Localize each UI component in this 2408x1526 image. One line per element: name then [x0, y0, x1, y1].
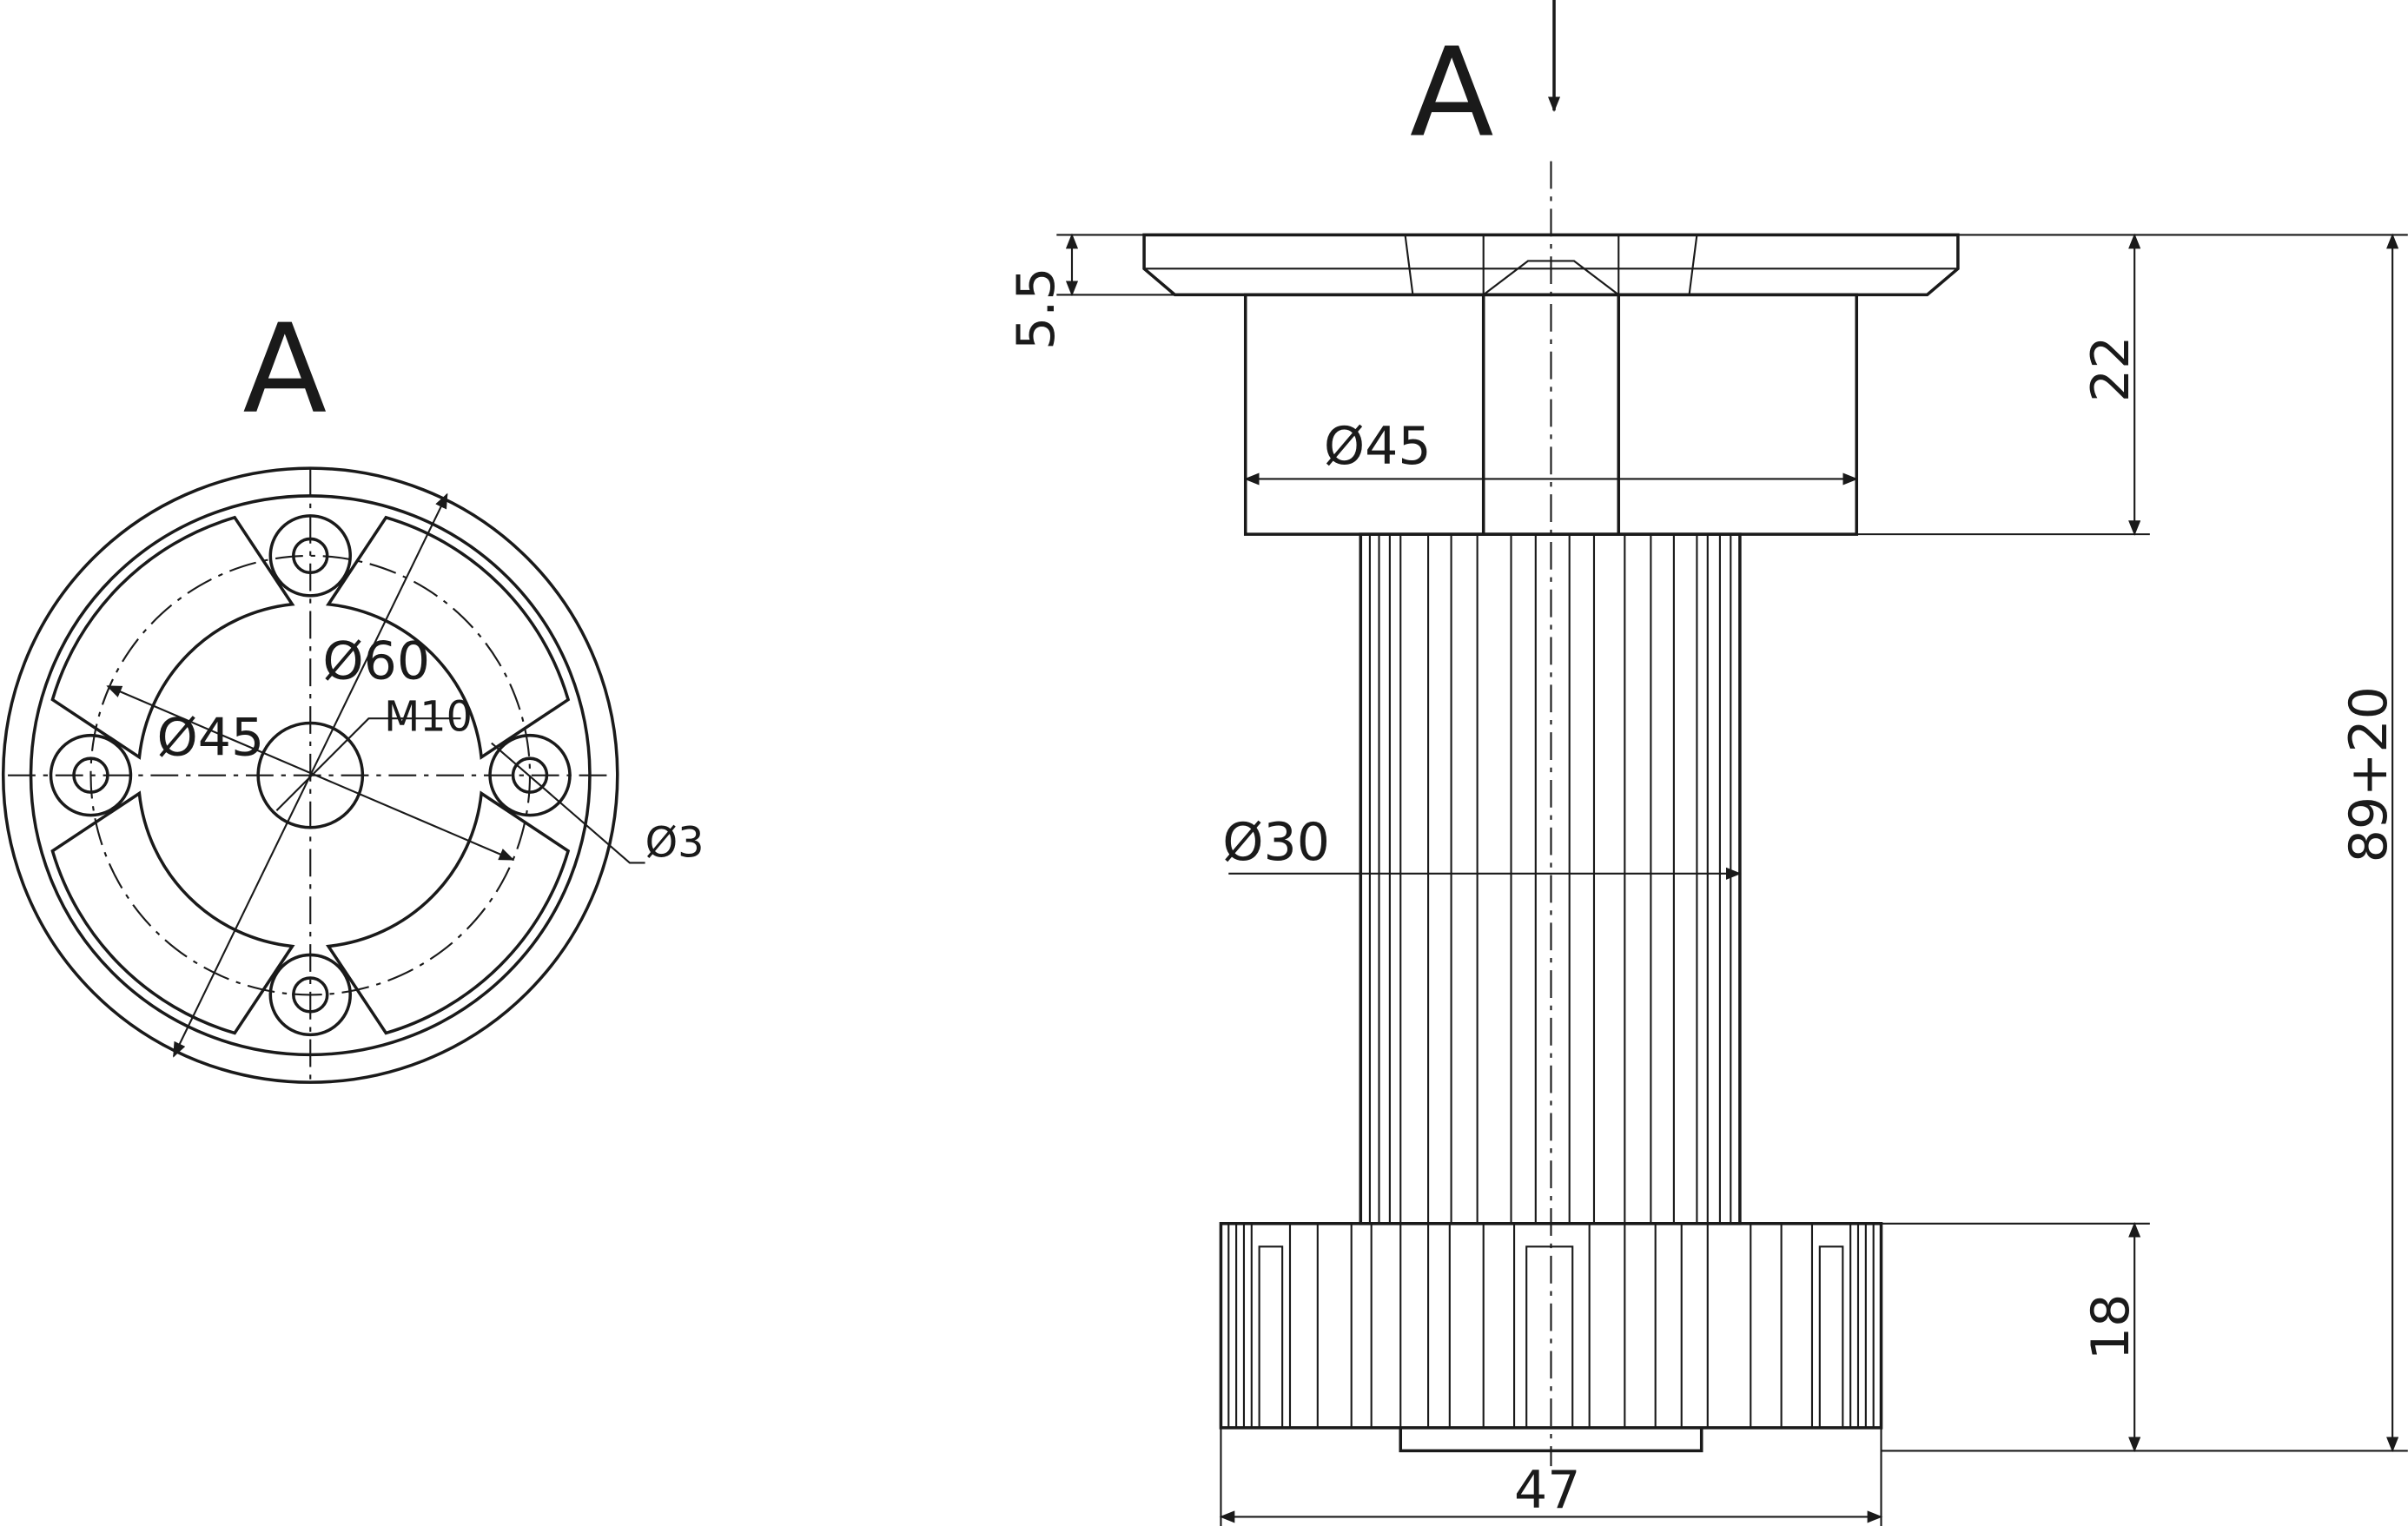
dim-body: Ø45 — [156, 708, 264, 769]
dim-hole: Ø3 — [645, 819, 705, 867]
base-slots — [1258, 1245, 1844, 1428]
dim-total-height: 89+20 — [2339, 686, 2399, 862]
view-a-label: A — [242, 299, 327, 441]
dim-thread-leader — [275, 717, 461, 812]
dim-hole-leader — [491, 742, 645, 864]
foot-pad — [1399, 1427, 1703, 1453]
window-cutout — [50, 790, 295, 1035]
dim-column-diameter: Ø30 — [1222, 812, 1330, 873]
outer-rim — [1, 466, 619, 1084]
dim-thread: M10 — [384, 693, 473, 741]
dim-flange-thickness: 5.5 — [1006, 267, 1067, 350]
dim-base-height: 18 — [2081, 1294, 2141, 1360]
window-cutout — [325, 790, 571, 1035]
section-arrow-label: A — [1410, 23, 1494, 165]
base-nut — [1219, 1222, 1883, 1430]
dim-top-height: 22 — [2081, 336, 2141, 402]
dim-base-width: 47 — [1514, 1460, 1580, 1521]
dim-body-line — [106, 685, 515, 861]
base-ribs — [1227, 1223, 1875, 1428]
column-ribs — [1368, 534, 1732, 1224]
view-a: A Ø60 Ø45 M10 Ø3 — [1, 299, 705, 1084]
side-view: A 5.5 22 Ø45 Ø30 — [1006, 0, 2408, 1526]
flange-recess — [1404, 235, 1698, 296]
dim-pcd: Ø60 — [322, 631, 430, 691]
dim-top-diameter: Ø45 — [1324, 416, 1432, 477]
